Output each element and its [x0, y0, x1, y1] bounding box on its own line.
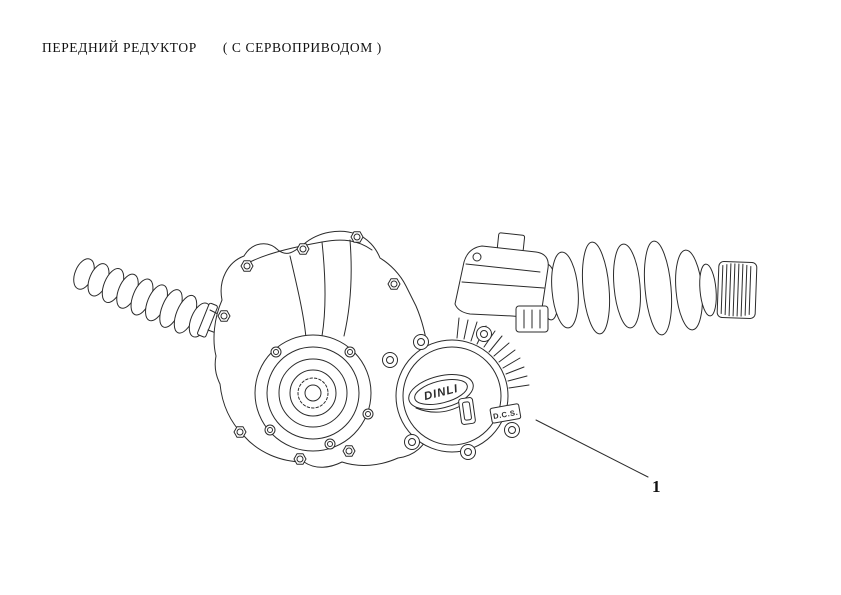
- drain-plug: [458, 397, 475, 425]
- spline-bore: [298, 378, 328, 408]
- dcs-text: D.C.S.: [492, 408, 518, 421]
- subtitle-text: ( С СЕРВОПРИВОДОМ ): [222, 40, 382, 55]
- gearbox-housing: [214, 231, 430, 467]
- right-cv-boot: [538, 240, 757, 336]
- page-title: ПЕРЕДНИЙ РЕДУКТОР ( С СЕРВОПРИВОДОМ ): [42, 40, 382, 56]
- gearbox-cover: DINLI D.C.S.: [382, 318, 530, 460]
- title-text: ПЕРЕДНИЙ РЕДУКТОР: [42, 40, 197, 55]
- servo-actuator: [455, 233, 548, 332]
- dinli-logo: DINLI: [405, 368, 477, 415]
- housing-ribs: [290, 240, 351, 338]
- dcs-marking: D.C.S.: [490, 404, 521, 424]
- servo-connector: [516, 306, 548, 332]
- callout-number: 1: [652, 477, 661, 496]
- splined-shaft-end: [717, 261, 757, 318]
- leader-line: [536, 420, 648, 477]
- output-shaft-boss: [255, 335, 374, 451]
- callout-1: 1: [536, 420, 661, 496]
- left-cv-boot: [70, 256, 226, 340]
